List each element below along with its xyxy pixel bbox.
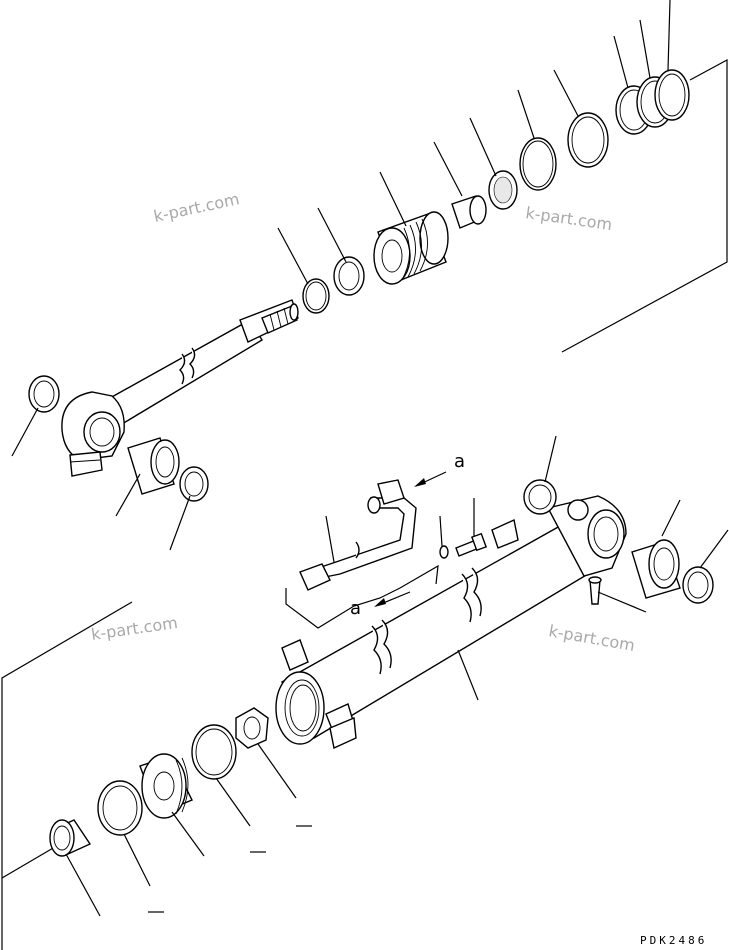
dust-seal-ring-left [28,375,60,413]
rod-eye [61,391,125,477]
o-ring [519,137,557,191]
watermark-3: k-part.com [90,613,179,644]
grease-fitting [588,576,602,605]
arrow-a-upper: a [414,451,465,487]
cylinder-head [139,753,193,819]
hydraulic-pipe [299,479,417,591]
cylinder-tube [275,518,589,750]
bolt [455,532,487,557]
watermark-4: k-part.com [547,621,636,655]
arrow-a-lower: a [350,591,411,619]
head-nut [235,707,269,749]
piston-seal [488,170,518,210]
piston-rod [109,299,299,426]
upper-group-bracket [561,58,728,353]
bushing-rod-eye [127,437,180,495]
watermark-1: k-part.com [152,189,241,226]
arrow-label-a-upper: a [454,451,465,472]
piston-nut-ring [333,256,365,296]
wear-ring [451,195,487,229]
ring-set-3 [654,69,690,121]
piston [373,211,449,285]
lower-group-bracket [1,601,133,950]
rod-bushing [49,819,92,857]
washer [439,545,449,559]
arrow-label-a-lower: a [350,598,361,619]
cylinder-bottom-eye [546,495,627,577]
snap-ring [302,278,330,314]
rod-packing [97,780,143,836]
dust-seal-bottom [523,479,557,515]
bushing-bottom [631,539,681,599]
head-o-ring [191,724,237,780]
pipe-routing-line [285,564,439,629]
watermark-2: k-part.com [524,203,613,234]
backup-ring [567,112,609,168]
seal-ring-rod-eye [179,466,209,502]
drawing-code: PDK2486 [640,934,707,947]
seal-ring-bottom [682,566,714,604]
